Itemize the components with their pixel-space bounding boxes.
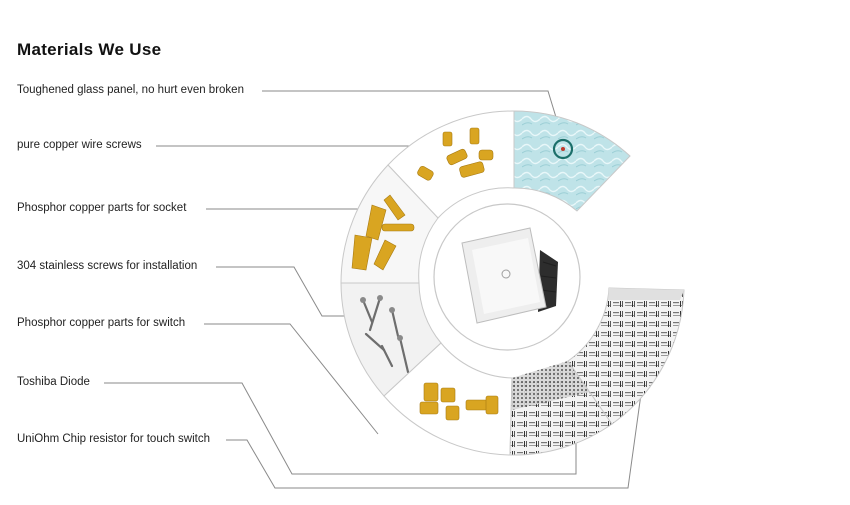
toshiba-diode-photo [509,360,613,456]
label-toughened-glass: Toughened glass panel, no hurt even brok… [17,84,244,96]
leader-lines [104,90,642,489]
label-toshiba-diode: Toshiba Diode [17,376,90,388]
glass-texture-photo [513,110,631,212]
touch-switch-photo [433,203,581,351]
copper-screws-photo [387,110,515,219]
socket-parts-photo [340,164,439,284]
label-phosphor-switch: Phosphor copper parts for switch [17,317,186,329]
label-stainless-screws: 304 stainless screws for installation [17,260,198,272]
stainless-screws-photo [340,282,442,397]
label-phosphor-socket: Phosphor copper parts for socket [17,202,187,214]
uniohm-resistor-photo [567,287,685,425]
label-uniohm-resistor: UniOhm Chip resistor for touch switch [17,433,211,445]
label-copper-wire-screws: pure copper wire screws [17,139,142,151]
page-title: Materials We Use [17,40,162,59]
switch-parts-photo [383,342,513,456]
